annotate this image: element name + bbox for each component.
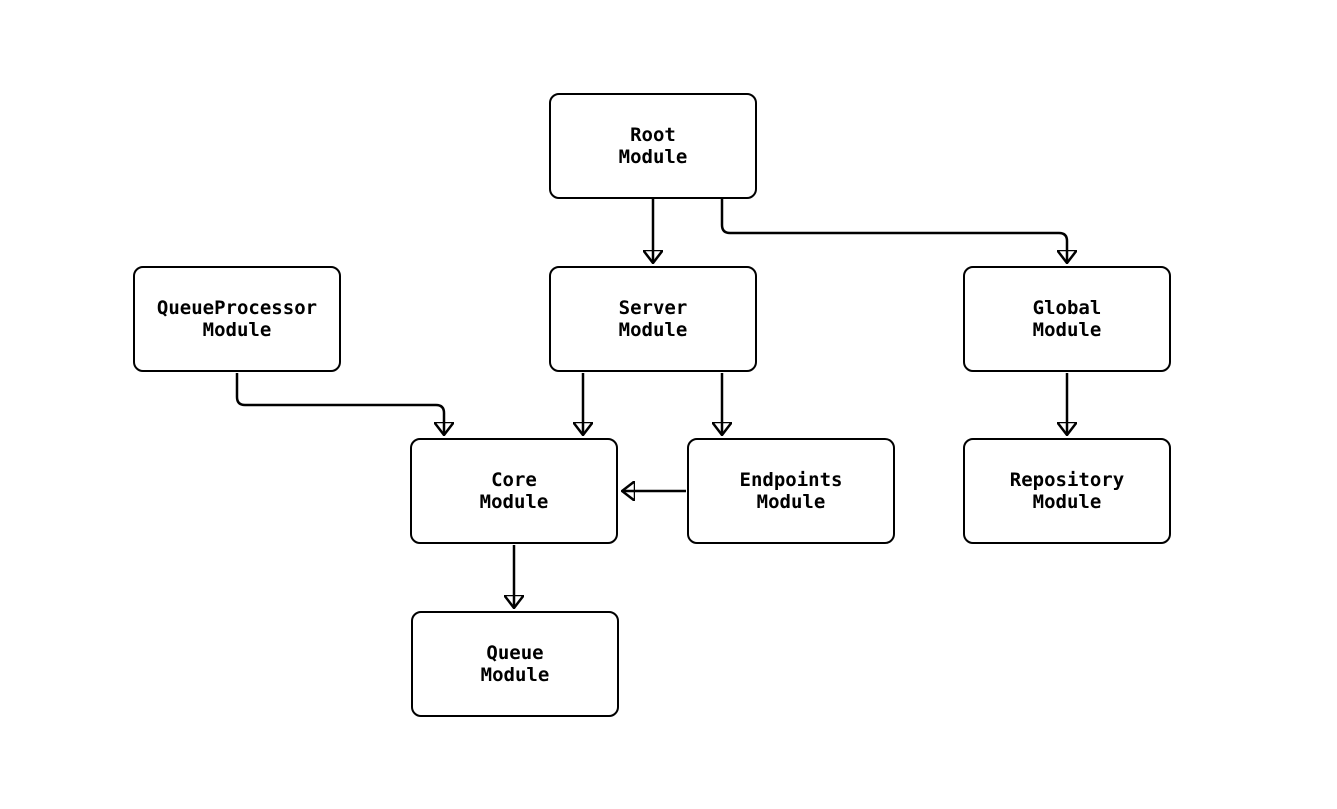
node-label-line: Module bbox=[1032, 491, 1102, 513]
edge-queueprocessor-to-core bbox=[235, 373, 444, 435]
node-global-module: Global Module bbox=[963, 266, 1171, 372]
node-label-line: Endpoints bbox=[739, 469, 843, 491]
node-label-line: Repository bbox=[1009, 469, 1125, 491]
node-label-line: Module bbox=[756, 491, 826, 513]
node-label-line: Module bbox=[1032, 319, 1102, 341]
node-label-line: Core bbox=[491, 469, 537, 491]
node-queueprocessor-module: QueueProcessor Module bbox=[133, 266, 341, 372]
node-label-line: Global bbox=[1032, 297, 1102, 319]
node-endpoints-module: Endpoints Module bbox=[687, 438, 895, 544]
node-label-line: Module bbox=[479, 491, 549, 513]
node-label-line: QueueProcessor bbox=[156, 297, 318, 319]
node-label-line: Module bbox=[618, 146, 688, 168]
node-label-line: Module bbox=[618, 319, 688, 341]
node-queue-module: Queue Module bbox=[411, 611, 619, 717]
node-repository-module: Repository Module bbox=[963, 438, 1171, 544]
node-server-module: Server Module bbox=[549, 266, 757, 372]
node-label-line: Module bbox=[202, 319, 272, 341]
node-label-line: Root bbox=[630, 124, 676, 146]
node-root-module: Root Module bbox=[549, 93, 757, 199]
edge-root-to-global bbox=[720, 199, 1067, 263]
node-label-line: Module bbox=[480, 664, 550, 686]
node-label-line: Server bbox=[618, 297, 688, 319]
node-core-module: Core Module bbox=[410, 438, 618, 544]
node-label-line: Queue bbox=[486, 642, 544, 664]
